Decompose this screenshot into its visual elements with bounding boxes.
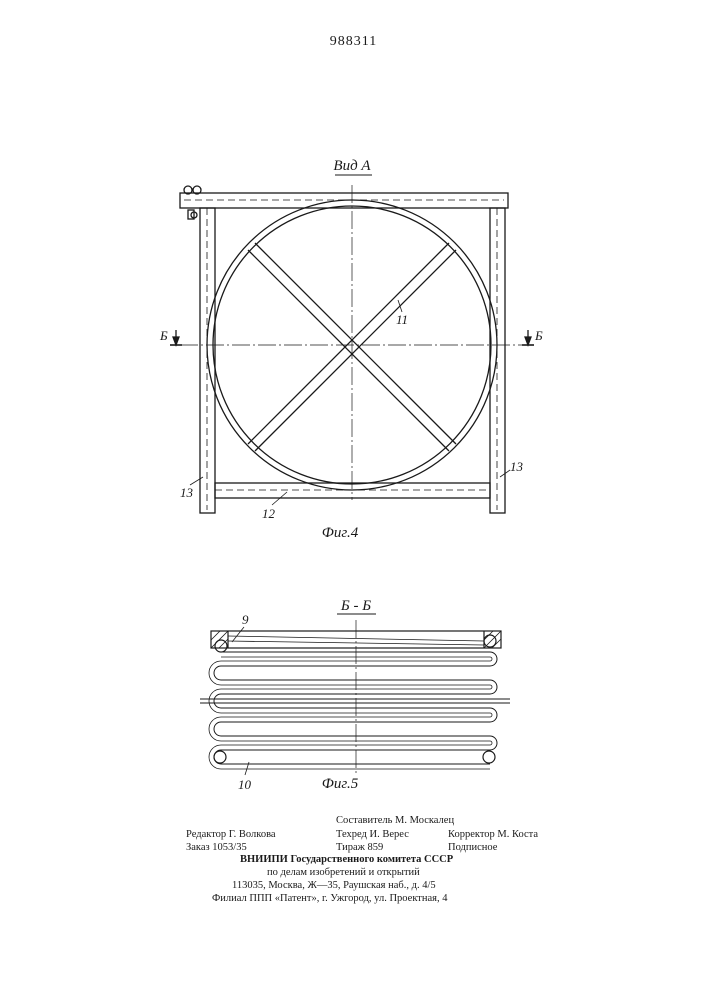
figure-4-caption: Фиг.4 xyxy=(322,525,359,541)
subscription-line: Подписное xyxy=(448,841,497,855)
label-9: 9 xyxy=(242,612,249,627)
techred-line: Техред И. Верес xyxy=(336,828,409,842)
branch-line: Филиал ППП «Патент», г. Ужгород, ул. Про… xyxy=(212,892,447,906)
section-title: Б - Б xyxy=(340,598,371,614)
label-13-left: 13 xyxy=(180,485,194,500)
figure-5: Б - Б 9 10 Фиг.5 xyxy=(200,598,510,792)
section-marker-right: Б xyxy=(534,328,543,343)
compiler-line: Составитель М. Москалец xyxy=(336,814,454,828)
corrector-line: Корректор М. Коста xyxy=(448,828,538,842)
label-10: 10 xyxy=(238,777,252,792)
editor-line: Редактор Г. Волкова xyxy=(186,828,276,842)
coil-end-bottom-left xyxy=(214,751,226,763)
view-title: Вид А xyxy=(333,158,371,174)
section-marker-left: Б xyxy=(159,328,168,343)
label-12: 12 xyxy=(262,506,276,521)
address-line: 113035, Москва, Ж—35, Раушская наб., д. … xyxy=(232,879,436,893)
label-11: 11 xyxy=(396,312,408,327)
figure-4: Вид А xyxy=(159,158,543,541)
serpentine-coil xyxy=(214,652,497,764)
frame-post-right xyxy=(490,208,505,513)
order-line: Заказ 1053/35 xyxy=(186,841,247,855)
figure-5-caption: Фиг.5 xyxy=(322,776,359,792)
label-13-right: 13 xyxy=(510,459,524,474)
org-line-2: по делам изобретений и открытий xyxy=(267,866,420,880)
org-line-1: ВНИИПИ Государственного комитета СССР xyxy=(240,853,453,867)
coil-end-top-right xyxy=(484,635,496,647)
coil-end-bottom-right xyxy=(483,751,495,763)
